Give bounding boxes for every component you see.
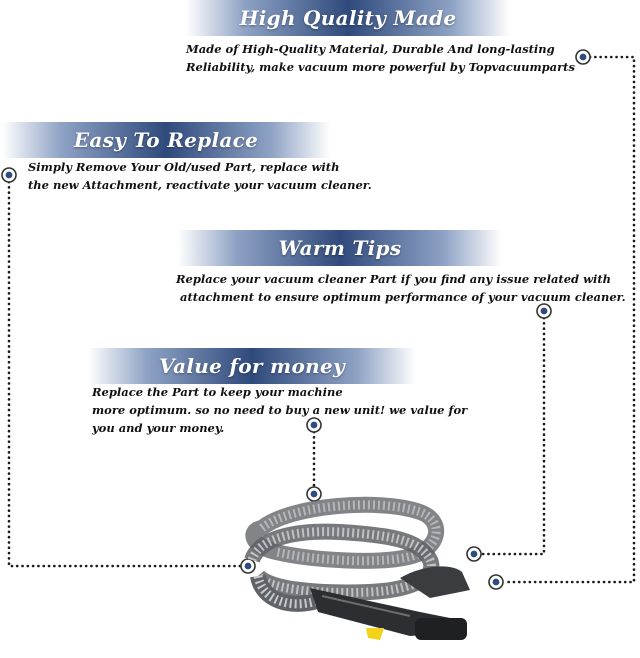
marker-dot-icon bbox=[536, 303, 552, 319]
hose-handle-highlight bbox=[321, 595, 411, 617]
dotted-connectors bbox=[7, 55, 636, 584]
desc-line: Simply Remove Your Old/used Part, replac… bbox=[28, 160, 340, 174]
vacuum-hose-image bbox=[244, 496, 470, 640]
banner-title: Easy To Replace bbox=[73, 128, 259, 152]
banner-title: Value for money bbox=[159, 354, 345, 378]
desc-easy-replace: Simply Remove Your Old/used Part, replac… bbox=[28, 158, 372, 194]
marker-dot-icon bbox=[575, 49, 591, 65]
hose-handle-grip bbox=[400, 566, 470, 598]
desc-line: you and your money. bbox=[92, 421, 225, 435]
desc-line: attachment to ensure optimum performance… bbox=[180, 290, 626, 304]
desc-line: Replace your vacuum cleaner Part if you … bbox=[176, 272, 612, 286]
banner-value-money: Value for money bbox=[88, 348, 416, 384]
connector-warm-tips bbox=[480, 316, 546, 556]
desc-value-money: Replace the Part to keep your machine mo… bbox=[92, 383, 467, 437]
desc-line: Made of High-Quality Material, Durable A… bbox=[186, 42, 555, 56]
desc-warm-tips: Replace your vacuum cleaner Part if you … bbox=[176, 270, 626, 306]
connector-high-quality bbox=[502, 55, 636, 584]
hose-coil bbox=[253, 574, 322, 609]
banner-title: Warm Tips bbox=[278, 236, 402, 260]
hose-coil bbox=[259, 500, 441, 566]
marker-dot-icon bbox=[306, 486, 322, 502]
marker-dot-icon bbox=[488, 574, 504, 590]
marker-dot-icon bbox=[466, 546, 482, 562]
desc-high-quality: Made of High-Quality Material, Durable A… bbox=[186, 40, 575, 76]
hose-trigger bbox=[366, 628, 384, 640]
banner-title: High Quality Made bbox=[239, 6, 457, 30]
marker-dot-icon bbox=[240, 558, 256, 574]
desc-line: more optimum. so no need to buy a new un… bbox=[92, 403, 468, 417]
hose-nozzle bbox=[415, 618, 467, 640]
marker-dot-icon bbox=[1, 167, 17, 183]
marker-dot-icon bbox=[306, 417, 322, 433]
desc-line: Replace the Part to keep your machine bbox=[92, 385, 343, 399]
connector-easy-replace bbox=[7, 180, 242, 568]
banner-high-quality: High Quality Made bbox=[186, 0, 510, 36]
banner-warm-tips: Warm Tips bbox=[178, 230, 502, 266]
banner-easy-replace: Easy To Replace bbox=[2, 122, 330, 158]
desc-line: the new Attachment, reactivate your vacu… bbox=[28, 178, 372, 192]
hose-coil bbox=[247, 527, 436, 597]
desc-line: Reliability, make vacuum more powerful b… bbox=[186, 60, 575, 74]
marker-dots bbox=[1, 49, 591, 590]
